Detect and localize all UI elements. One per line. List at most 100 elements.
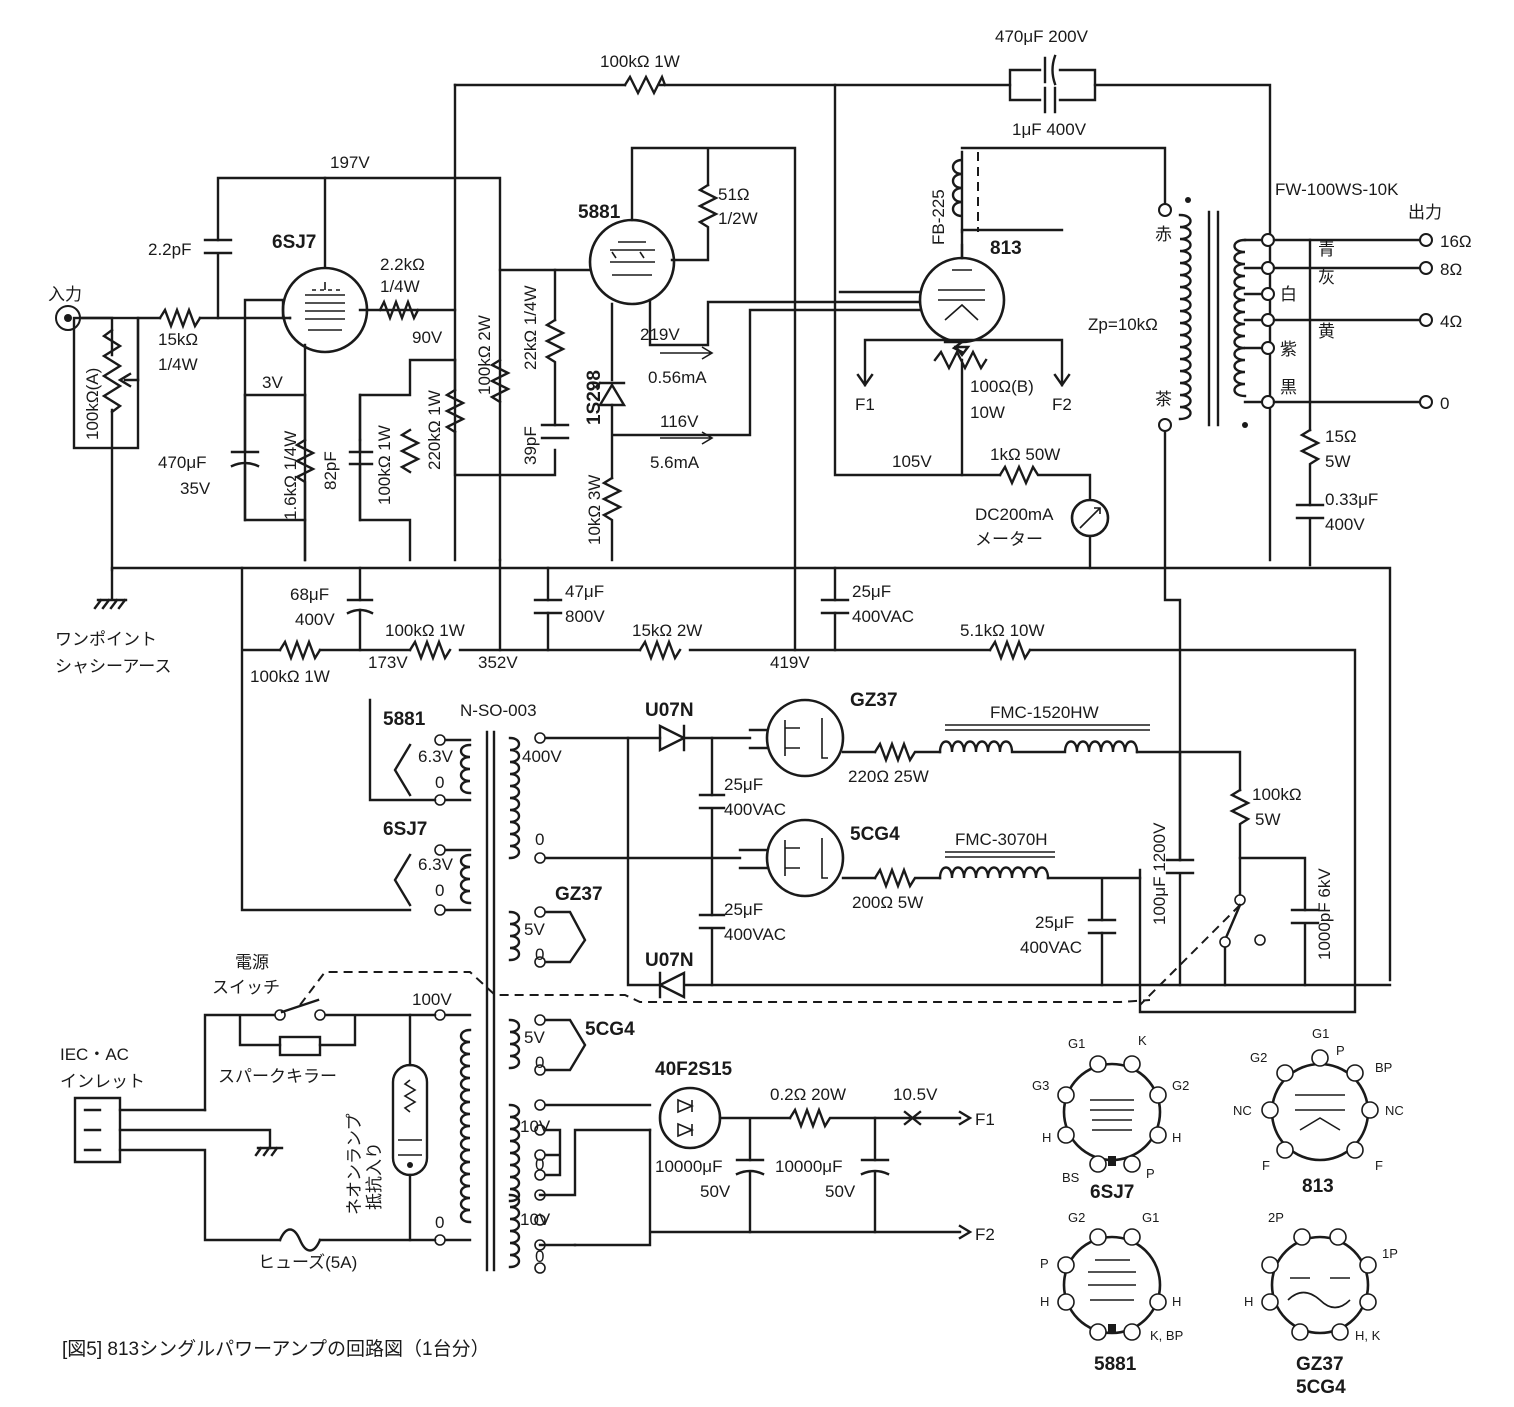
p813-g1: G1 <box>1312 1026 1329 1041</box>
r-2k2-w-label: 1/4W <box>380 277 420 296</box>
power-switch[interactable] <box>280 998 320 1014</box>
tube-6sj7-label: 6SJ7 <box>272 232 316 253</box>
tube-5881-label: 5881 <box>578 202 621 223</box>
resistor-220k <box>399 428 421 474</box>
iec-label-2: インレット <box>60 1072 145 1091</box>
f2-label: F2 <box>1052 395 1072 414</box>
fuse-label: ヒューズ(5A) <box>258 1253 357 1272</box>
p813-g2: G2 <box>1250 1050 1267 1065</box>
zero-a-label: 0 <box>435 773 444 792</box>
cap-25u-c <box>698 913 726 930</box>
ground-label: ワンポイント <box>55 630 157 649</box>
tap-black: 黒 <box>1280 378 1297 397</box>
resistor-10k-3w <box>601 476 623 562</box>
diode2-label: U07N <box>645 950 694 971</box>
p813-name: 813 <box>1302 1176 1334 1197</box>
r200-label: 200Ω 5W <box>852 893 923 912</box>
p6sj7-bs: BS <box>1062 1170 1080 1185</box>
c10000b-v-label: 50V <box>825 1182 856 1201</box>
meter-label-2: メーター <box>975 530 1043 549</box>
fb-r-label: 100kΩ 1W <box>600 52 680 71</box>
c-39p-label: 39pF <box>521 426 540 465</box>
p5881-h1: H <box>1040 1294 1049 1309</box>
r-51-w-label: 1/2W <box>718 209 758 228</box>
cap-25u-a <box>820 598 850 615</box>
cap-47u <box>533 598 563 615</box>
c-82p-label: 82pF <box>321 451 340 490</box>
c10000b-label: 10000μF <box>775 1157 842 1176</box>
output-4-terminal[interactable] <box>1419 313 1433 327</box>
hum-pot-w-label: 10W <box>970 403 1005 422</box>
pgz-name-2: 5CG4 <box>1296 1377 1346 1398</box>
output-label: 出力 <box>1408 203 1442 222</box>
sec-5881-label: 5881 <box>383 709 426 730</box>
hum-pot-100[interactable] <box>933 349 988 477</box>
tube-813 <box>918 256 1006 344</box>
r-22k-label: 22kΩ 1/4W <box>521 285 540 370</box>
zobel-c-label: 0.33μF <box>1325 490 1378 509</box>
p6sj7-g2: G2 <box>1172 1078 1189 1093</box>
tube-813-label: 813 <box>990 238 1022 259</box>
r-1k6-label: 1.6kΩ 1/4W <box>281 431 300 520</box>
output-16-terminal[interactable] <box>1419 233 1433 247</box>
tap-white: 白 <box>1280 285 1297 304</box>
bridge-label: 40F2S15 <box>655 1059 733 1080</box>
zero-b-label: 0 <box>435 881 444 900</box>
f1-label: F1 <box>855 395 875 414</box>
p5881-h2: H <box>1172 1294 1181 1309</box>
c68-v-label: 400V <box>295 610 335 629</box>
feedback-cap-1u <box>1043 86 1057 114</box>
r-dec2-label: 100kΩ 1W <box>385 621 465 640</box>
tube-gz37 <box>765 698 845 778</box>
pinout-5881 <box>1057 1228 1167 1341</box>
diode1-label: U07N <box>645 700 694 721</box>
pgz-h: H <box>1244 1294 1253 1309</box>
zero-e-label: 0 <box>535 1053 544 1072</box>
spark-killer <box>278 1035 322 1057</box>
tap-purple: 紫 <box>1280 340 1297 359</box>
zobel-r-label: 15Ω <box>1325 427 1357 446</box>
hum-pot-label: 100Ω(B) <box>970 377 1034 396</box>
iec-inlet[interactable] <box>73 1096 122 1164</box>
cap-82p <box>348 393 374 522</box>
v5-a-label: 5V <box>524 920 545 939</box>
resistor-100k-1w <box>444 388 466 434</box>
c25b-v-label: 400VAC <box>724 800 786 819</box>
v400-label: 400V <box>522 747 562 766</box>
ground-label-2: シャシーアース <box>55 657 171 676</box>
v419-label: 419V <box>770 653 810 672</box>
p813-nc1: NC <box>1233 1103 1252 1118</box>
fil-f2-label: F2 <box>975 1225 995 1244</box>
zobel-cap <box>1295 503 1325 567</box>
r-dec1-label: 100kΩ 1W <box>250 667 330 686</box>
p6sj7-h1: H <box>1042 1130 1051 1145</box>
fb-c-big-label: 470μF 200V <box>995 27 1089 46</box>
c25d-v-label: 400VAC <box>1020 938 1082 957</box>
c-470u-v-label: 35V <box>180 479 211 498</box>
feedback-resistor <box>623 74 667 96</box>
v5-b-label: 5V <box>524 1028 545 1047</box>
zobel-c-v-label: 400V <box>1325 515 1365 534</box>
r220-label: 220Ω 25W <box>848 767 929 786</box>
volume-pot[interactable] <box>72 316 140 450</box>
p5881-g1: G1 <box>1142 1210 1159 1225</box>
v352-label: 352V <box>478 653 518 672</box>
r02-label: 0.2Ω 20W <box>770 1085 846 1104</box>
zero-f-label: 0 <box>435 1213 444 1232</box>
output-8-terminal[interactable] <box>1419 261 1433 275</box>
c1000-label: 1000pF 6kV <box>1315 868 1334 960</box>
c25b-label: 25μF <box>724 775 763 794</box>
v10a-label: 10V <box>520 1117 551 1136</box>
zp-label: Zp=10kΩ <box>1088 315 1158 334</box>
feedback-cap-470u <box>1043 54 1057 86</box>
p6sj7-k: K <box>1138 1033 1147 1048</box>
grid-r-w-label: 1/4W <box>158 355 198 374</box>
pgz-2p: 2P <box>1268 1210 1284 1225</box>
resistor-15k-2w <box>638 638 682 662</box>
power-sw-label-2: スイッチ <box>212 978 280 997</box>
output-0-terminal[interactable] <box>1419 395 1433 409</box>
zero-g-label: 0 <box>535 1155 544 1174</box>
c25a-label: 25μF <box>852 582 891 601</box>
resistor-51 <box>670 183 719 262</box>
power-sw-label: 電源 <box>235 953 269 972</box>
